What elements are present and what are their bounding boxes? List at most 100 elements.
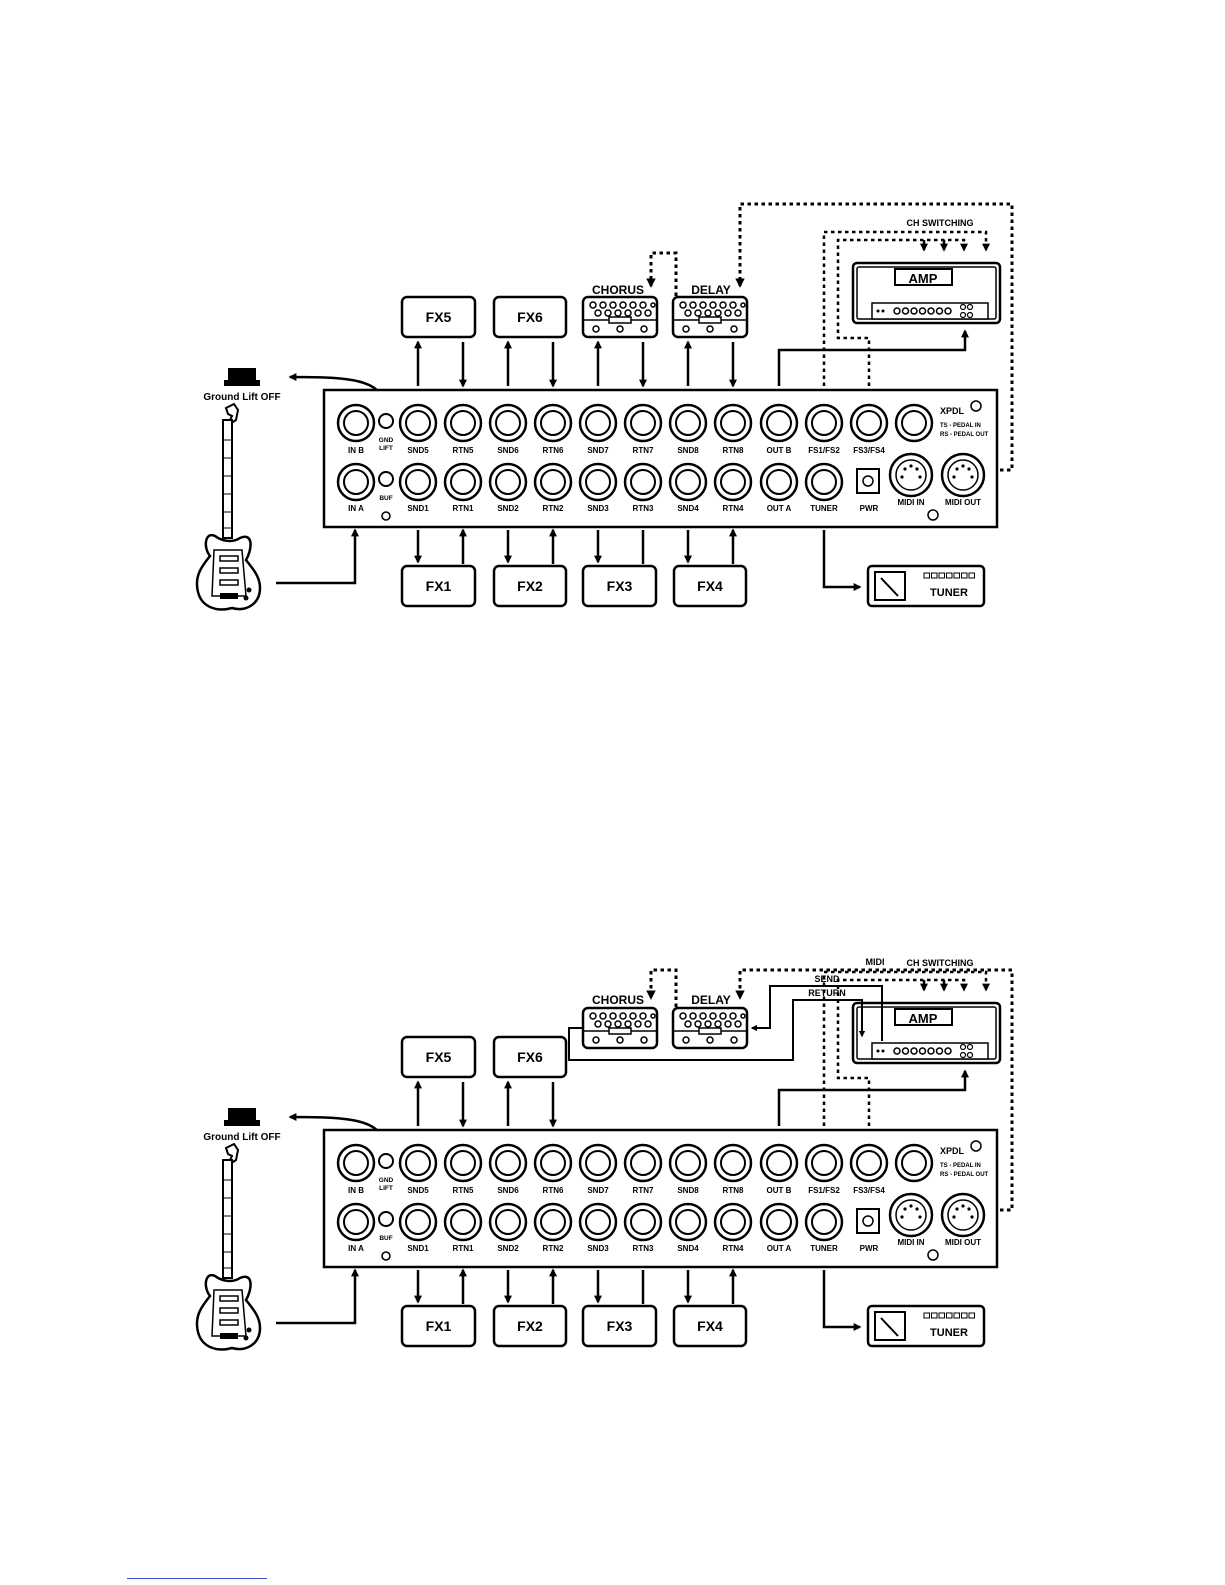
- delay-pedal-icon: [671, 295, 749, 339]
- cable-tuner: [822, 530, 862, 592]
- tuner-led-3: [946, 1312, 953, 1319]
- fx1-box: [400, 1304, 477, 1348]
- jack-top-inner-2: [450, 1150, 476, 1176]
- midi-out-port-inner: [947, 1199, 979, 1231]
- cable-midi-out-delay: [735, 968, 1014, 1212]
- jack-label-bottom-5: SND3: [587, 1244, 609, 1253]
- midi-out-pin-3: [967, 1207, 971, 1211]
- midi-in-port-inner: [895, 1199, 927, 1231]
- fx3-label: FX3: [607, 578, 633, 594]
- xpdl-screw: [970, 1140, 982, 1152]
- midi-in-pin-1: [903, 1207, 907, 1211]
- midi-out-port-inner: [947, 459, 979, 491]
- jack-bottom-inner-5: [585, 469, 611, 495]
- jack-label-top-9: OUT B: [767, 1186, 792, 1195]
- jack-label-bottom-9: OUT A: [767, 504, 792, 513]
- jack-top-inner-12: [901, 410, 927, 436]
- jack-top-inner-7: [675, 1150, 701, 1176]
- jack-label-bottom-4: RTN2: [543, 1244, 564, 1253]
- jack-label-top-2: RTN5: [453, 446, 474, 455]
- jack-label-top-5: SND7: [587, 446, 609, 455]
- jack-label-bottom-3: SND2: [497, 1244, 519, 1253]
- cable-tuner: [822, 1270, 862, 1332]
- jack-label-top-10: FS1/FS2: [808, 446, 840, 455]
- chorus-pedal-icon: [581, 1006, 659, 1050]
- midi-out-pin-0: [952, 475, 956, 479]
- midi-out-pin-2: [961, 464, 965, 468]
- gnd-lift-led: [378, 413, 394, 429]
- cable-midi-out-delay: [735, 202, 1014, 472]
- tuner-needle: [880, 577, 899, 597]
- jack-label-top-8: RTN8: [723, 446, 744, 455]
- ground-lift-switch-icon: [228, 368, 256, 382]
- fx6-box: [492, 295, 568, 339]
- jack-label-bottom-11: PWR: [860, 1244, 879, 1253]
- tuner-led-4: [953, 572, 960, 579]
- jack-top-inner-10: [811, 1150, 837, 1176]
- ch-switching-label: CH SWITCHING: [907, 218, 974, 228]
- buf-label: BUF: [379, 495, 392, 502]
- gnd-label: GND: [379, 1177, 394, 1184]
- jack-label-top-5: SND7: [587, 1186, 609, 1195]
- jack-bottom-inner-10: [811, 1209, 837, 1235]
- fx6-label: FX6: [517, 309, 543, 325]
- xpdl-screw: [970, 400, 982, 412]
- jack-top-inner-5: [585, 410, 611, 436]
- cable-guitar-in-a: [276, 1268, 360, 1325]
- jack-top-inner-9: [766, 410, 792, 436]
- ground-lift-label: Ground Lift OFF: [203, 392, 280, 403]
- jack-top-inner-1: [405, 410, 431, 436]
- chorus-pedal-icon: [581, 295, 659, 339]
- xpdl-note-rs: RS - PEDAL OUT: [940, 1172, 989, 1178]
- jack-label-bottom-5: SND3: [587, 504, 609, 513]
- fx3-label: FX3: [607, 1318, 633, 1334]
- amp-knob-2: [910, 1047, 918, 1055]
- jack-bottom-inner-3: [495, 1209, 521, 1235]
- tuner-led-2: [938, 572, 945, 579]
- fx2-box: [492, 1304, 568, 1348]
- amp-switch-0-1: [966, 1043, 974, 1051]
- cable-guitar-in-a: [276, 528, 360, 585]
- midi-in-label: MIDI IN: [897, 1238, 924, 1247]
- cable-fx-return: [568, 999, 866, 1061]
- tuner-led-6: [968, 572, 975, 579]
- fx6-label: FX6: [517, 1049, 543, 1065]
- fx1-label: FX1: [426, 1318, 452, 1334]
- return-label: RETURN: [808, 988, 846, 998]
- jack-top-inner-3: [495, 410, 521, 436]
- jack-top-inner-6: [630, 1150, 656, 1176]
- jack-bottom-inner-8: [720, 1209, 746, 1235]
- jack-label-top-4: RTN6: [543, 446, 564, 455]
- midi-screw: [927, 509, 939, 521]
- link-chorus-delay: [646, 968, 678, 1007]
- jack-top-inner-6: [630, 410, 656, 436]
- power-jack-pin: [862, 1215, 874, 1227]
- jack-top-inner-8: [720, 1150, 746, 1176]
- midi-in-pin-3: [915, 467, 919, 471]
- cable-fs1-fs2: [822, 230, 991, 386]
- midi-out-pin-2: [961, 1204, 965, 1208]
- guitar-icon: [195, 402, 262, 611]
- xpdl-note-ts: TS - PEDAL IN: [940, 423, 981, 429]
- fx4-label: FX4: [697, 1318, 723, 1334]
- power-jack-pin: [862, 475, 874, 487]
- midi-out-label: MIDI OUT: [945, 1238, 981, 1247]
- jack-label-bottom-11: PWR: [860, 504, 879, 513]
- jack-bottom-inner-7: [675, 469, 701, 495]
- amp-knob-5: [935, 307, 944, 315]
- fx4-box: [672, 564, 748, 608]
- amp-knob-2: [910, 307, 918, 315]
- midi-in-pin-3: [915, 1207, 919, 1211]
- jack-bottom-inner-0: [343, 469, 369, 495]
- jack-label-bottom-9: OUT A: [767, 1244, 792, 1253]
- tuner-led-0: [923, 572, 930, 579]
- amp-knob-3: [918, 307, 927, 315]
- jack-bottom-inner-4: [540, 1209, 566, 1235]
- amp-knob-6: [944, 307, 952, 315]
- midi-in-pin-2: [909, 1204, 913, 1208]
- midi-screw: [927, 1249, 939, 1261]
- midi-in-port-inner: [895, 459, 927, 491]
- xpdl-note-ts: TS - PEDAL IN: [940, 1163, 981, 1169]
- link-chorus-delay: [646, 251, 678, 296]
